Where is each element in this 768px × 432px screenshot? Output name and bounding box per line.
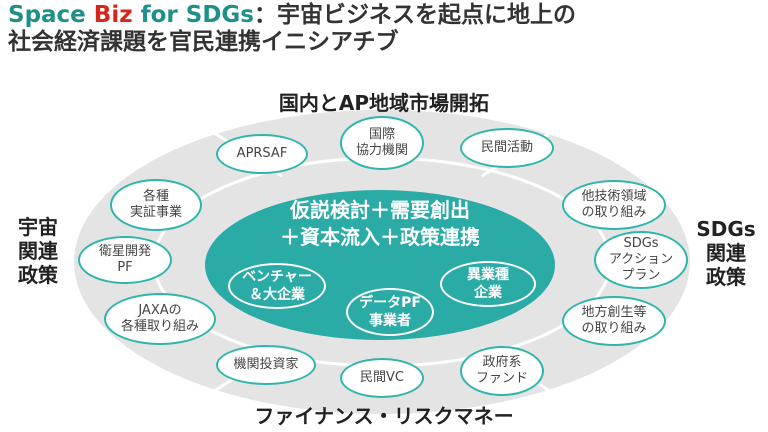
core-line2: ＋資本流入＋政策連携 xyxy=(280,225,480,249)
title-biz: Biz xyxy=(93,2,133,28)
axis-label-right: SDGs 関連 政策 xyxy=(696,217,756,289)
bubble-jaxa: JAXAの 各種取り組み xyxy=(104,293,216,345)
inner-other-industry: 異業種 企業 xyxy=(440,261,536,307)
bubble-other-tech: 他技術領域 の取り組み xyxy=(562,180,666,230)
bubble-demonstration: 各種 実証事業 xyxy=(110,179,202,231)
bubble-regional: 地方創生等 の取り組み xyxy=(562,296,666,346)
title-line2: 社会経済課題を官民連携イニシアチブ xyxy=(8,29,399,55)
bubble-aprsaf: APRSAF xyxy=(216,134,308,174)
inner-venture: ベンチャー ＆大企業 xyxy=(228,263,326,309)
inner-data-pf: データPF 事業者 xyxy=(346,288,434,336)
bubble-satellite-pf: 衛星開発 PF xyxy=(78,236,172,284)
bubble-intl-coop: 国際 協力機関 xyxy=(340,116,424,170)
bubble-gov-fund: 政府系 ファンド xyxy=(460,346,544,396)
title-separator: ： xyxy=(254,2,277,28)
axis-label-top: 国内とAP地域市場開拓 xyxy=(278,91,490,115)
page-title: Space Biz for SDGs：宇宙ビジネスを起点に地上の 社会経済課題を… xyxy=(8,2,768,56)
core-headline: 仮説検討＋需要創出 ＋資本流入＋政策連携 xyxy=(205,197,555,251)
title-for-sdgs: for SDGs xyxy=(132,2,254,28)
axis-label-bottom: ファイナンス・リスクマネー xyxy=(254,404,514,428)
axis-label-left: 宇宙 関連 政策 xyxy=(18,215,58,287)
bubble-institutional: 機関投資家 xyxy=(216,345,316,385)
title-space: Space xyxy=(8,2,94,28)
bubble-private-vc: 民間VC xyxy=(340,358,424,398)
core-line1: 仮説検討＋需要創出 xyxy=(290,198,470,222)
bubble-sdgs-plan: SDGs アクション プラン xyxy=(594,231,688,289)
title-line1-rest: 宇宙ビジネスを起点に地上の xyxy=(277,2,576,28)
bubble-private-activity: 民間活動 xyxy=(460,128,554,168)
